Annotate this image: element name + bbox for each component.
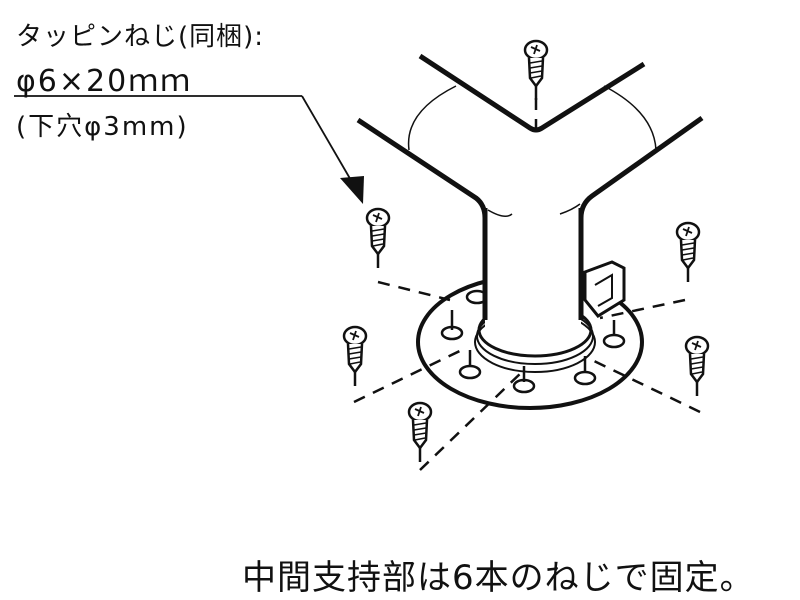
- screw-spec-label: タッピンねじ(同梱):: [16, 22, 265, 52]
- screw-right-middle: [684, 335, 710, 398]
- screw-size-label: φ6×20ｍｍ: [16, 64, 193, 99]
- support-pipe: [356, 53, 704, 330]
- callout-leader: [14, 95, 364, 204]
- screw-right-upper: [675, 221, 701, 284]
- pilot-hole-label: (下穴φ3mm): [16, 112, 189, 142]
- guide-lines: [353, 98, 701, 471]
- arrow-head-icon: [340, 176, 364, 204]
- screw-bottom: [407, 401, 433, 464]
- caption-text: 中間支持部は6本のねじで固定。: [242, 558, 755, 598]
- screw-top: [523, 39, 549, 102]
- screw-left-middle: [342, 325, 368, 388]
- screw-left-upper: [365, 207, 391, 270]
